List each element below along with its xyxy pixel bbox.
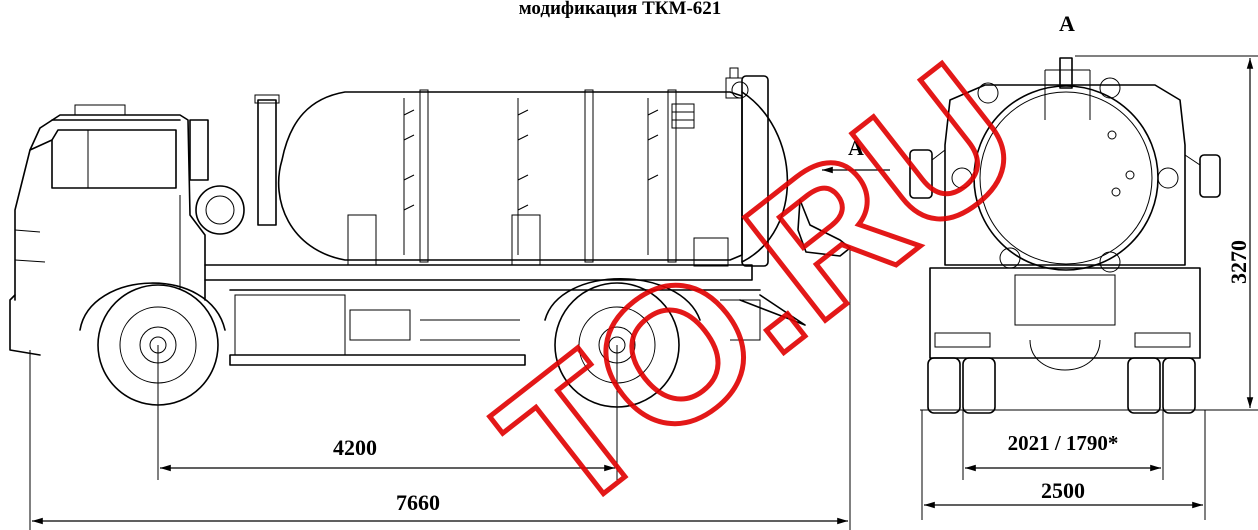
page-title: модификация ТКМ-621 [519, 0, 722, 19]
overall-width-value: 2500 [1041, 478, 1085, 503]
dimension-overall-length: 7660 [29, 250, 851, 530]
dimension-track: 2021 / 1790* [962, 410, 1164, 480]
dimension-overall-width: 2500 [921, 410, 1206, 520]
wheelbase-value: 4200 [333, 435, 377, 460]
truck-rear-view [909, 57, 1221, 414]
overall-length-value: 7660 [396, 490, 440, 515]
watermark: TO.RU [463, 24, 1057, 530]
section-arrow: А [822, 135, 890, 174]
section-label-top: А [1059, 11, 1075, 36]
dimension-wheelbase: 4200 [157, 345, 618, 480]
dimension-height: 3270 [1075, 55, 1258, 411]
height-value: 3270 [1226, 240, 1251, 284]
track-value: 2021 / 1790* [1008, 431, 1119, 455]
section-label-side: А [848, 135, 864, 160]
truck-side-view [9, 67, 851, 366]
